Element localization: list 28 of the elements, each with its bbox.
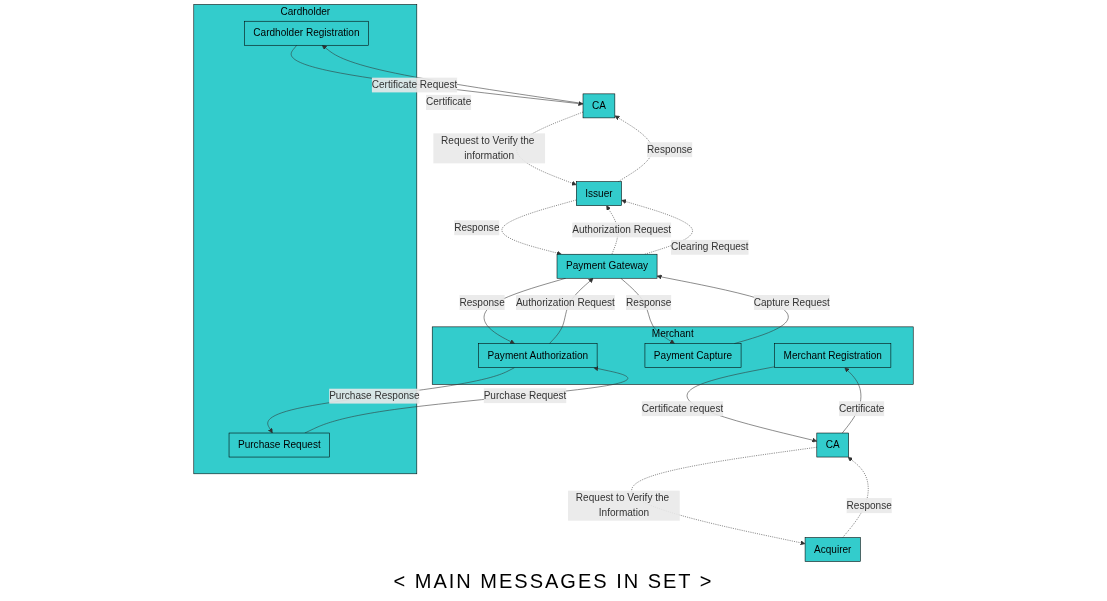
edge-label: Purchase Request xyxy=(483,389,567,401)
edge-label: Clearing Request xyxy=(670,241,749,253)
node-box: Payment Gateway xyxy=(556,253,658,279)
edge-label: Capture Request xyxy=(753,296,830,308)
edge-label: Response xyxy=(459,296,505,308)
node-box: Merchant Registration xyxy=(774,343,892,368)
edge-label: Request to Verify the information xyxy=(441,135,535,162)
edge-label: Certificate Request xyxy=(371,79,458,91)
edge-label: Certificate request xyxy=(641,402,724,415)
node-box: CA xyxy=(582,93,616,119)
node-box: Issuer xyxy=(576,181,622,206)
edge-label: Certificate xyxy=(425,96,472,108)
edge-label: Authorization Request xyxy=(515,296,615,308)
edge-label: Response xyxy=(846,499,892,511)
node-box: Purchase Request xyxy=(228,432,330,458)
edge-label: Response xyxy=(454,221,500,234)
edge-label: Response xyxy=(626,296,672,308)
edge-label: Response xyxy=(647,143,693,156)
node-box: Cardholder Registration xyxy=(244,20,369,46)
node-box: CA xyxy=(816,432,849,458)
node-box: Payment Capture xyxy=(644,343,742,368)
edge-label: Request to Verify the Information xyxy=(575,492,670,519)
edge-label: Purchase Response xyxy=(329,390,420,402)
node-box: Acquirer xyxy=(804,537,861,562)
diagram-caption: < MAIN MESSAGES IN SET > xyxy=(393,570,714,593)
edge-label: Authorization Request xyxy=(572,224,672,236)
edge-label: Certificate xyxy=(839,402,885,415)
node-box: Payment Authorization xyxy=(478,343,598,368)
